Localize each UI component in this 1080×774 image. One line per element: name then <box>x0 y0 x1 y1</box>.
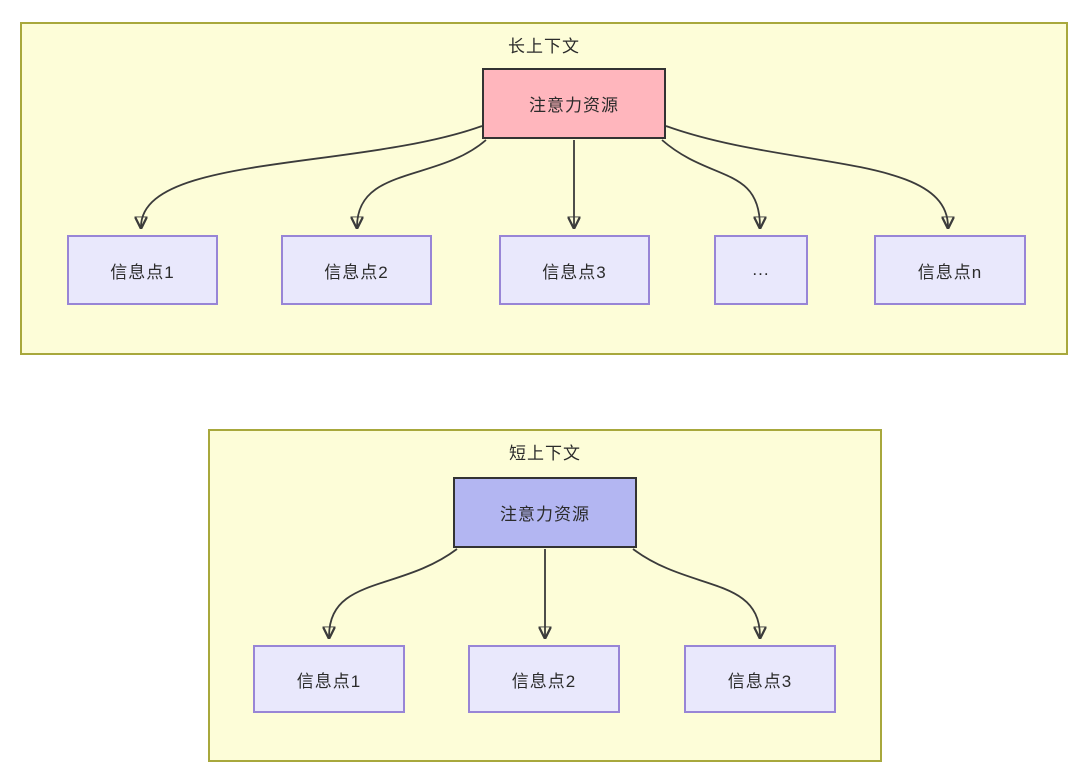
info-node-long-1: 信息点1 <box>67 235 218 305</box>
info-node-short-2: 信息点2 <box>468 645 620 713</box>
attention-resource-node-long: 注意力资源 <box>482 68 666 139</box>
attention-resource-node-short: 注意力资源 <box>453 477 637 548</box>
panel-short-context-title: 短上下文 <box>509 444 581 463</box>
info-node-long-n: 信息点n <box>874 235 1026 305</box>
info-node-long-2: 信息点2 <box>281 235 432 305</box>
info-node-long-3: 信息点3 <box>499 235 650 305</box>
info-node-long-ellipsis: ... <box>714 235 808 305</box>
panel-long-context-title: 长上下文 <box>508 37 580 56</box>
info-node-short-1: 信息点1 <box>253 645 405 713</box>
info-node-short-3: 信息点3 <box>684 645 836 713</box>
